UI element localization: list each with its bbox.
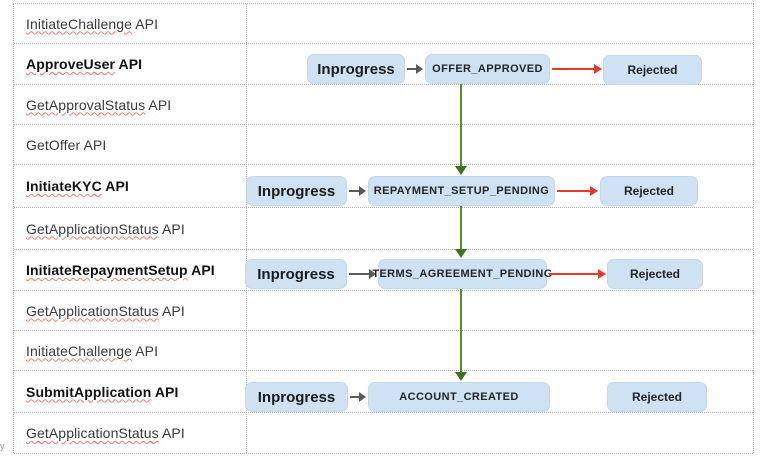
api-suffix: API: [132, 15, 159, 32]
table-row: SubmitApplication API: [14, 371, 753, 413]
api-name: GetApprovalStatus: [26, 96, 146, 113]
api-label: InitiateChallenge API: [26, 16, 158, 32]
success-arrow-down-icon: [455, 206, 467, 258]
table-row: InitiateChallenge API: [14, 4, 753, 44]
api-suffix: API: [145, 96, 172, 113]
success-arrow-down-icon: [455, 289, 467, 381]
inprogress-box: Inprogress: [307, 54, 405, 84]
column-divider: [246, 4, 247, 453]
api-name: InitiateChallenge: [26, 342, 132, 359]
table-row: InitiateRepaymentSetup API: [14, 250, 753, 291]
state-box: TERMS_AGREEMENT_PENDING: [372, 259, 552, 289]
api-suffix: API: [101, 178, 129, 194]
clipped-text-fragment: y: [0, 441, 5, 451]
api-suffix: API: [115, 56, 143, 72]
api-name: ApproveUser: [26, 56, 116, 72]
api-suffix: API: [187, 262, 215, 278]
api-suffix: API: [158, 302, 185, 319]
table-row: GetApplicationStatus API: [14, 208, 753, 250]
api-name: GetApplicationStatus: [26, 425, 159, 441]
arrow-right-icon: [350, 392, 366, 402]
reject-arrow-icon: [549, 269, 606, 279]
state-box: ACCOUNT_CREATED: [368, 382, 550, 412]
rejected-box: Rejected: [603, 55, 702, 85]
inprogress-box: Inprogress: [245, 259, 347, 289]
api-label: SubmitApplication API: [26, 384, 178, 400]
api-suffix: API: [158, 220, 185, 237]
rejected-box: Rejected: [600, 176, 698, 206]
table-row: InitiateChallenge API: [14, 331, 753, 371]
api-suffix: API: [132, 342, 159, 359]
api-suffix: API: [151, 383, 179, 400]
api-state-table: InitiateChallenge API ApproveUser API Ge…: [13, 3, 754, 454]
api-label: GetApplicationStatus API: [26, 221, 185, 237]
api-name: InitiateKYC: [26, 178, 102, 194]
state-box: REPAYMENT_SETUP_PENDING: [368, 176, 555, 206]
table-row: GetOffer API: [14, 125, 753, 165]
api-name: SubmitApplication: [26, 383, 152, 400]
api-label: InitiateRepaymentSetup API: [26, 262, 215, 278]
api-name: InitiateRepaymentSetup: [26, 262, 188, 278]
api-label: GetApprovalStatus API: [26, 97, 171, 113]
api-label: GetOffer API: [26, 137, 106, 153]
api-label: InitiateChallenge API: [26, 343, 158, 359]
table-row: GetApprovalStatus API: [14, 85, 753, 125]
api-name: GetApplicationStatus: [26, 302, 159, 319]
table-row: ApproveUser API: [14, 44, 753, 85]
api-label: ApproveUser API: [26, 56, 142, 72]
api-suffix: API: [158, 425, 185, 441]
success-arrow-down-icon: [455, 84, 467, 175]
table-row: GetApplicationStatus API: [14, 413, 753, 454]
api-name: InitiateChallenge: [26, 15, 132, 32]
api-label: GetApplicationStatus API: [26, 425, 185, 441]
state-box: OFFER_APPROVED: [425, 54, 550, 84]
rejected-box: Rejected: [607, 259, 703, 289]
table-row: GetApplicationStatus API: [14, 291, 753, 331]
api-name: GetOffer: [26, 136, 81, 153]
inprogress-box: Inprogress: [245, 382, 348, 412]
table-row: InitiateKYC API: [14, 165, 753, 208]
api-suffix: API: [80, 136, 107, 153]
arrow-right-icon: [349, 186, 366, 196]
arrow-right-icon: [349, 269, 376, 279]
reject-arrow-icon: [552, 64, 602, 74]
api-label: InitiateKYC API: [26, 178, 129, 194]
api-name: GetApplicationStatus: [26, 220, 159, 237]
inprogress-box: Inprogress: [246, 176, 347, 206]
api-label: GetApplicationStatus API: [26, 303, 185, 319]
rejected-box: Rejected: [607, 382, 707, 412]
arrow-right-icon: [407, 64, 423, 74]
reject-arrow-icon: [557, 186, 598, 196]
